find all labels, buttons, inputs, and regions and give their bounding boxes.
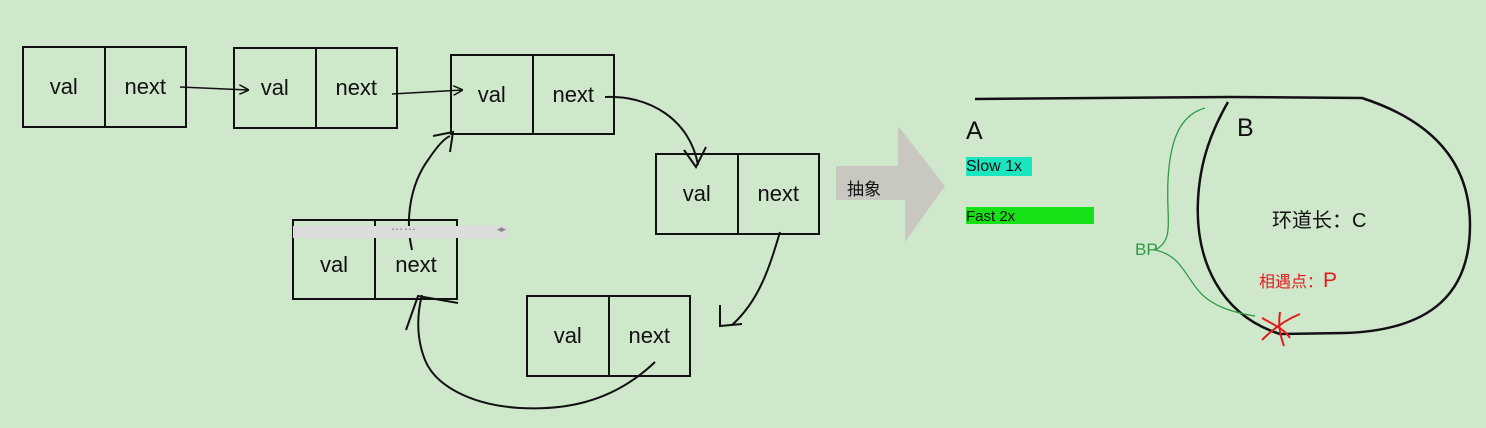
list-node-6: val next — [292, 219, 458, 300]
node-next: next — [736, 155, 819, 233]
more-handle-icon[interactable]: ⋯⋯ — [391, 222, 417, 236]
meet-point-mark-3 — [1278, 311, 1285, 347]
slow-highlight — [966, 157, 1032, 176]
node-next: next — [374, 221, 456, 298]
bp-bracket — [1153, 107, 1256, 317]
arrow-node3-node4 — [604, 95, 699, 166]
node-val: val — [477, 81, 506, 107]
arrow-node4-node5 — [731, 231, 781, 326]
arrow-node1-node2 — [179, 87, 248, 90]
list-node-3: val next — [450, 54, 615, 135]
abstract-label: 抽象 — [847, 180, 881, 199]
selection-toolbar[interactable]: ⋯⋯ ◂▸ — [293, 222, 508, 238]
list-node-5: val next — [526, 295, 691, 377]
point-a-label: A — [966, 117, 983, 145]
arrowhead-node6 — [405, 294, 459, 331]
node-val: val — [49, 74, 78, 99]
point-b-label: B — [1237, 114, 1254, 142]
meet-point-letter: P — [1323, 269, 1338, 292]
node-next: next — [103, 48, 186, 126]
meet-point-label: 相遇点：P — [1259, 267, 1337, 293]
list-node-1: val next — [22, 46, 187, 128]
meet-point-prefix: 相遇点： — [1259, 274, 1324, 291]
node-next: next — [531, 56, 614, 133]
ring-length-label: 环道长：C — [1272, 210, 1367, 232]
node-val: val — [553, 323, 582, 348]
slow-pointer-label: Slow 1x — [966, 158, 1023, 175]
fast-highlight — [966, 207, 1094, 224]
abstract-arrow-shape — [836, 126, 945, 242]
list-node-4: val next — [655, 153, 820, 235]
arrow-node5-node6 — [417, 294, 656, 410]
node-val: val — [682, 181, 711, 206]
list-node-2: val next — [233, 47, 398, 129]
node-val: val — [319, 251, 349, 277]
arrowhead-node3 — [432, 130, 455, 153]
bp-label: BP — [1135, 240, 1158, 259]
node-next: next — [314, 49, 397, 127]
resize-arrows-icon[interactable]: ◂▸ — [496, 224, 506, 234]
fast-pointer-label: Fast 2x — [966, 208, 1016, 225]
loop-track — [974, 95, 1472, 336]
arrow-node6-node3 — [407, 135, 451, 251]
node-next: next — [607, 297, 690, 375]
arrowhead-node5 — [719, 305, 743, 328]
node-val: val — [260, 75, 289, 100]
